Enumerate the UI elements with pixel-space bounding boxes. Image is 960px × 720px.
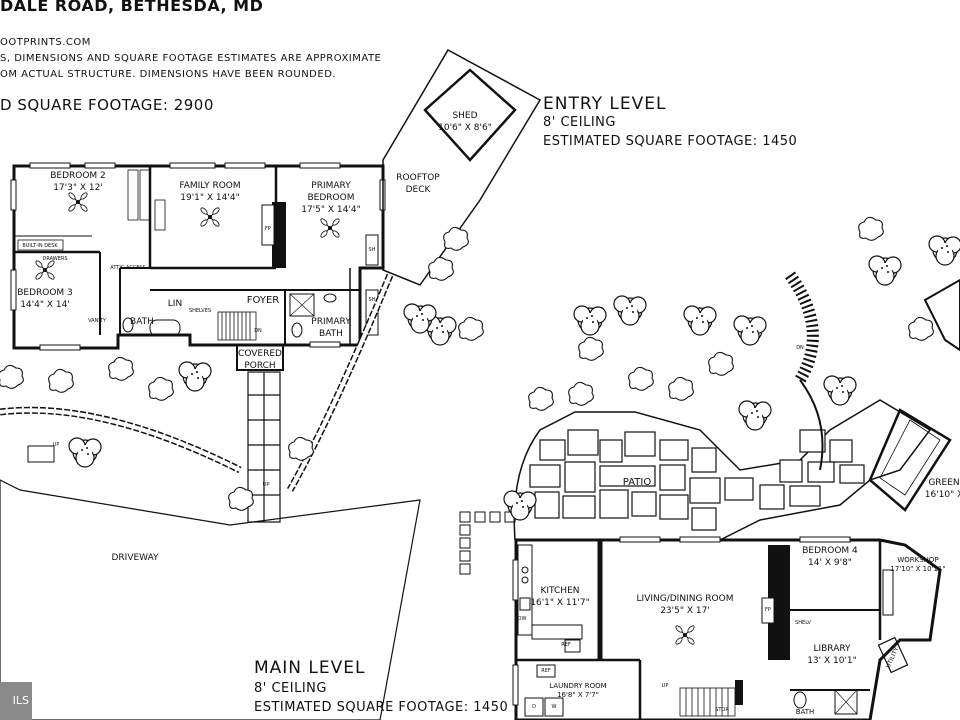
room-bath-main[interactable]: BATH — [796, 706, 815, 718]
room-dims: 16'10" X — [924, 490, 960, 500]
disclaimer-line-1: S, DIMENSIONS AND SQUARE FOOTAGE ESTIMAT… — [0, 53, 382, 64]
shelves-label: SHELVES — [188, 308, 212, 314]
room-name: BEDROOM 3 — [17, 288, 73, 298]
main-level-ceiling: 8' CEILING — [254, 681, 327, 696]
room-dims: 23'5" X 17' — [660, 606, 710, 616]
attic-access-label: ATTIC ACCESS — [110, 265, 146, 271]
stairs-down-label: DN — [254, 328, 262, 334]
driveway-up-label: UP — [52, 442, 60, 448]
entry-level-sqft: ESTIMATED SQUARE FOOTAGE: 1450 — [543, 134, 798, 149]
room-linen[interactable]: LIN — [168, 298, 182, 310]
closet-label: SH — [368, 247, 376, 253]
room-foyer[interactable]: FOYER — [247, 295, 279, 307]
room-laundry[interactable]: LAUNDRY ROOM 16'8" X 7'7" — [549, 682, 606, 700]
entry-level-ceiling: 8' CEILING — [543, 115, 616, 130]
entry-level-title: ENTRY LEVEL — [543, 94, 667, 114]
refrigerator-label-2: REF — [541, 668, 551, 674]
room-primary-bedroom[interactable]: PRIMARY BEDROOM 17'5" X 14'4" — [301, 180, 360, 216]
covered-porch[interactable]: COVERED PORCH — [238, 348, 282, 372]
room-name: COVERED — [238, 349, 282, 359]
entry-level-plan — [0, 48, 542, 720]
room-name-2: BATH — [319, 329, 343, 339]
room-dims: 17'5" X 14'4" — [301, 205, 361, 215]
dishwasher-label: DW — [517, 616, 527, 622]
main-level-plan — [459, 216, 960, 720]
room-greenhouse[interactable]: GREEN 16'10" X — [925, 477, 960, 501]
room-name: LAUNDRY ROOM — [549, 682, 607, 690]
room-name-2: DECK — [405, 185, 431, 195]
room-dims: 10'6" X 8'6" — [438, 123, 492, 133]
walkway-up-label: UP — [262, 482, 270, 488]
room-name: LIVING/DINING ROOM — [636, 594, 734, 604]
room-dims: 17'10" X 10'11" — [890, 565, 946, 573]
driveway: DRIVEWAY — [111, 552, 158, 564]
room-kitchen[interactable]: KITCHEN 16'1" X 11'7" — [530, 585, 589, 609]
total-square-footage: D SQUARE FOOTAGE: 2900 — [0, 96, 214, 114]
shed[interactable]: SHED 10'6" X 8'6" — [438, 110, 492, 134]
room-bedroom-2[interactable]: BEDROOM 2 17'3" X 12' — [50, 170, 106, 194]
room-name: KITCHEN — [540, 586, 580, 596]
closet-label-2: SH — [368, 297, 376, 303]
fireplace-label: FP — [265, 226, 271, 232]
room-dims: 17'3" X 12' — [53, 183, 103, 193]
room-bedroom-4[interactable]: BEDROOM 4 14' X 9'8" — [802, 545, 858, 569]
room-dims: 13' X 10'1" — [807, 656, 857, 666]
room-name: PATIO — [622, 477, 652, 488]
vanity-label: VANITY — [88, 318, 106, 324]
fireplace-label-main: FP — [765, 607, 771, 613]
disclaimer-line-2: OM ACTUAL STRUCTURE. DIMENSIONS HAVE BEE… — [0, 69, 337, 80]
patio: PATIO — [623, 477, 651, 489]
room-dims: 14' X 9'8" — [808, 558, 852, 568]
details-badge[interactable]: ILS — [0, 682, 32, 720]
built-in-desk-label: BUILT-IN DESK — [22, 243, 58, 249]
room-living-dining[interactable]: LIVING/DINING ROOM 23'5" X 17' — [637, 593, 734, 617]
room-name: BATH — [795, 708, 815, 716]
room-dims: 19'1" X 14'4" — [180, 193, 240, 203]
room-bedroom-3[interactable]: BEDROOM 3 14'4" X 14' — [17, 287, 73, 311]
website-note: OOTPRINTS.COM — [0, 37, 91, 48]
room-workshop[interactable]: WORKSHOP 17'10" X 10'11" — [890, 556, 945, 574]
drawers-label: DRAWERS — [42, 256, 68, 262]
room-name-2: PORCH — [244, 361, 276, 371]
room-name: FAMILY ROOM — [179, 181, 241, 191]
room-dims: 16'1" X 11'7" — [530, 598, 590, 608]
room-name: SHED — [452, 111, 478, 121]
room-name: GREEN — [928, 478, 960, 488]
washer-label: W — [551, 704, 557, 710]
property-address: DALE ROAD, BETHESDA, MD — [0, 0, 264, 15]
room-name: BEDROOM 2 — [50, 171, 106, 181]
room-name: PRIMARY — [311, 317, 351, 327]
main-level-title: MAIN LEVEL — [254, 658, 366, 678]
room-name: LIBRARY — [813, 644, 851, 654]
refrigerator-label: REF — [561, 642, 571, 648]
room-name: BATH — [130, 317, 154, 327]
room-dims: 14'4" X 14' — [20, 300, 70, 310]
room-name: FOYER — [246, 295, 280, 306]
stairs-up-label: UP — [661, 683, 669, 689]
storage-label: STOR — [715, 707, 729, 713]
shelves-label-main: SHELV — [795, 620, 811, 626]
main-level-sqft: ESTIMATED SQUARE FOOTAGE: 1450 — [254, 700, 509, 715]
room-name: LIN — [167, 299, 183, 309]
room-name: BEDROOM 4 — [802, 546, 858, 556]
rooftop-deck[interactable]: ROOFTOP DECK — [396, 172, 439, 196]
room-family-room[interactable]: FAMILY ROOM 19'1" X 14'4" — [179, 180, 240, 204]
room-name: ROOFTOP — [396, 173, 440, 183]
hill-stairs-down-label: DN — [796, 345, 804, 351]
room-name: DRIVEWAY — [111, 553, 159, 563]
room-dims: 16'8" X 7'7" — [557, 691, 599, 699]
room-primary-bath[interactable]: PRIMARY BATH — [311, 316, 350, 340]
room-name: WORKSHOP — [897, 556, 939, 564]
room-name-2: BEDROOM — [307, 193, 355, 203]
room-name: PRIMARY — [311, 181, 351, 191]
room-library[interactable]: LIBRARY 13' X 10'1" — [807, 643, 857, 667]
dryer-label: D — [532, 704, 536, 710]
room-bath[interactable]: BATH — [130, 316, 154, 328]
